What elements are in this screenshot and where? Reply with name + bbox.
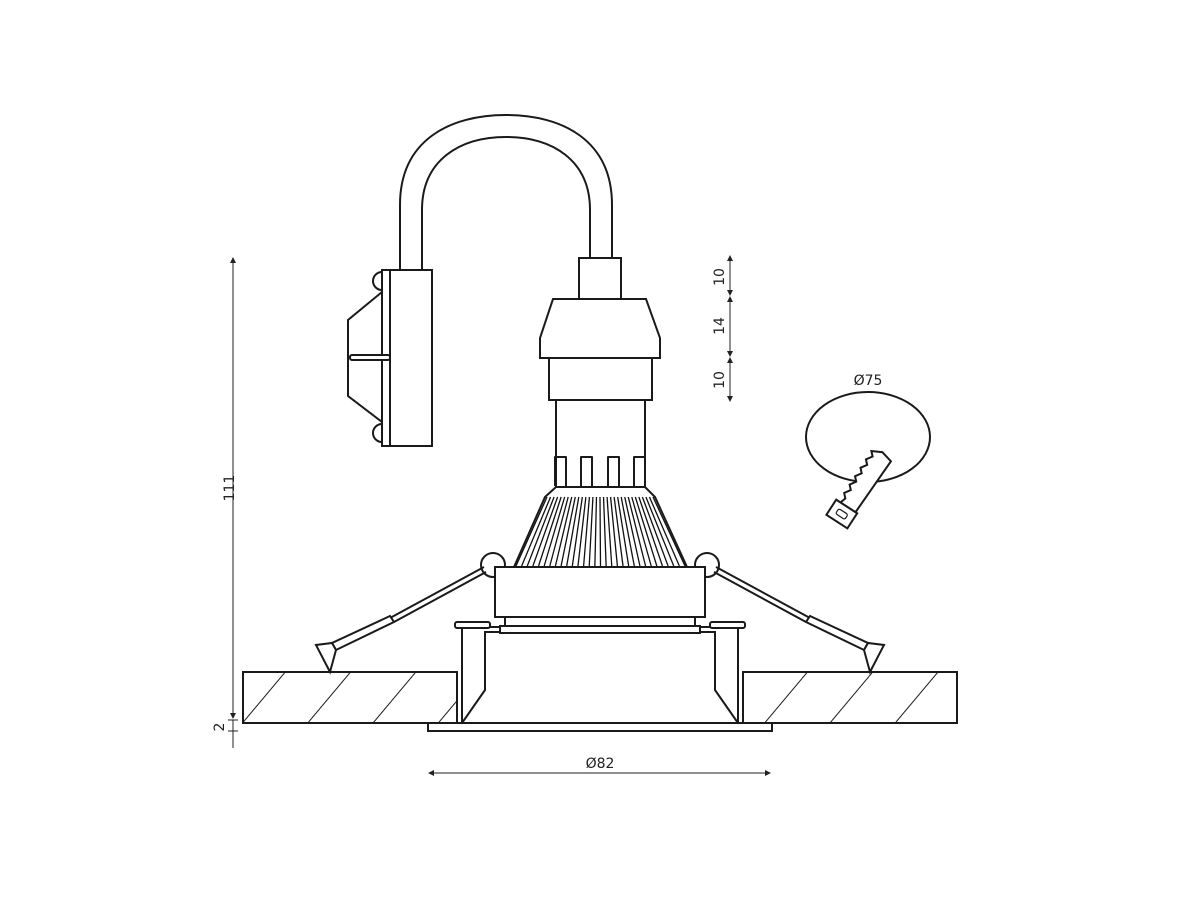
- heatsink-fin: [645, 496, 675, 567]
- heatsink-fins: [515, 496, 686, 567]
- heatsink-fin: [521, 496, 552, 567]
- heatsink-fin: [627, 496, 647, 567]
- dim-label-cap: 10: [712, 268, 728, 286]
- heatsink-fin: [515, 496, 548, 567]
- heatsink-fin: [609, 496, 619, 567]
- heatsink-fin: [571, 496, 583, 567]
- dim-label-collar: 10: [712, 371, 728, 389]
- heatsink-fin: [554, 496, 573, 567]
- heatsink-fin: [613, 496, 624, 567]
- heatsink-fin: [631, 496, 652, 567]
- heatsink-fin: [543, 496, 566, 567]
- heatsink-fin: [624, 496, 641, 567]
- heatsink-fin: [599, 496, 602, 567]
- heatsink-fin: [560, 496, 576, 567]
- lamp: [512, 257, 689, 568]
- dimension-height: 111: [222, 257, 238, 719]
- dimension-lamp-stack: 10 14 10: [712, 255, 733, 402]
- heatsink-fin: [648, 496, 680, 567]
- heatsink-fin: [641, 496, 669, 567]
- heatsink-fin: [602, 496, 607, 567]
- spring-clip-left: [314, 552, 506, 675]
- heatsink-fin: [526, 496, 555, 567]
- ceiling-section: [242, 671, 958, 724]
- dim-label-height: 111: [222, 475, 238, 502]
- dim-label-cutout: Ø75: [854, 373, 883, 389]
- cable: [399, 114, 613, 270]
- cutout-detail: Ø75: [805, 373, 931, 530]
- heatsink-fin: [577, 496, 587, 567]
- dim-label-trim: 2: [212, 723, 228, 732]
- heatsink-fin: [566, 496, 580, 567]
- housing: [454, 566, 746, 724]
- heatsink-fin: [582, 496, 591, 567]
- heatsink-fin: [606, 496, 613, 567]
- dim-label-socket: 14: [712, 317, 728, 335]
- heatsink-fin: [620, 496, 635, 567]
- dimension-trim-diameter: Ø82: [428, 756, 771, 776]
- heatsink-fin: [652, 496, 686, 567]
- heatsink-fin: [617, 496, 630, 567]
- heatsink-fin: [549, 496, 569, 567]
- lamp-slots: [554, 456, 646, 486]
- heatsink-fin: [594, 496, 598, 567]
- heatsink-fin: [537, 496, 562, 567]
- spring-clip-right: [694, 552, 886, 675]
- trim-plate: [427, 722, 773, 732]
- dimension-trim-thickness: 2: [212, 719, 238, 748]
- heatsink-fin: [532, 496, 559, 567]
- saw-icon: [825, 449, 893, 530]
- heatsink-fin: [634, 496, 658, 567]
- junction-box: [347, 269, 433, 447]
- dim-label-diameter: Ø82: [586, 756, 615, 772]
- heatsink-fin: [588, 496, 594, 567]
- heatsink-fin: [638, 496, 664, 567]
